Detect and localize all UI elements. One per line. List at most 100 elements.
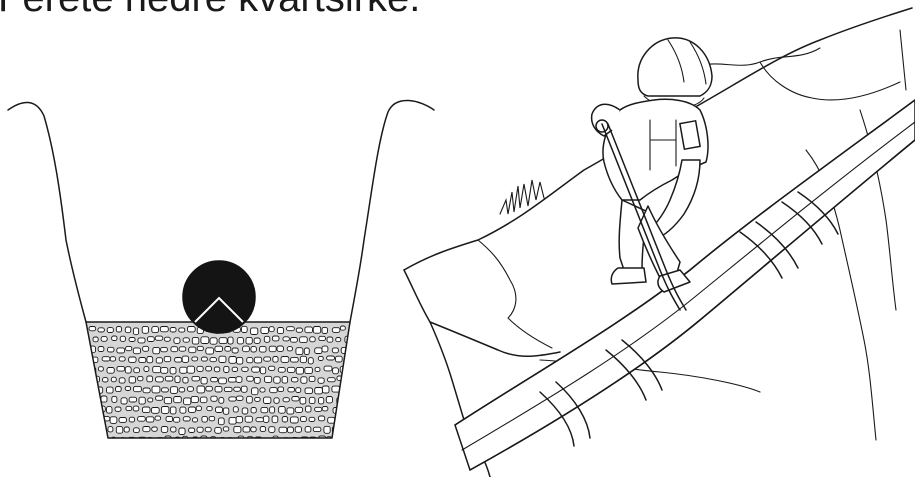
- gravel-stone: [242, 326, 248, 332]
- gravel-stone: [142, 407, 150, 413]
- gravel-stone: [247, 396, 253, 403]
- gravel-stone: [182, 436, 188, 442]
- gravel-stone: [125, 367, 131, 373]
- gravel-stone: [349, 368, 357, 374]
- gravel-stone: [179, 388, 185, 392]
- gravel-stone: [108, 427, 113, 432]
- gravel-stone: [171, 427, 176, 432]
- gravel-stone: [146, 417, 154, 422]
- gravel-stone: [206, 386, 213, 391]
- gravel-stone: [179, 347, 186, 351]
- gravel-stone: [327, 337, 333, 342]
- rock-detail-1: [478, 240, 552, 348]
- gravel-stone: [260, 367, 265, 374]
- gravel-stone: [324, 426, 330, 433]
- gravel-stone: [251, 408, 256, 413]
- gravel-stone: [264, 397, 271, 403]
- gravel-stone: [288, 427, 294, 433]
- gravel-stone: [134, 386, 142, 391]
- gravel-stone: [355, 377, 362, 381]
- gravel-stone: [319, 398, 324, 404]
- gravel-stone: [322, 407, 328, 411]
- gravel-stone: [219, 338, 227, 344]
- gravel-stone: [210, 338, 217, 344]
- gravel-stone: [315, 407, 322, 411]
- gravel-stone: [309, 417, 315, 421]
- gravel-stone: [247, 376, 254, 381]
- gravel-stone: [120, 336, 125, 341]
- gravel-stone: [242, 367, 249, 371]
- gravel-stone: [174, 338, 180, 344]
- gravel-stone: [301, 377, 307, 384]
- gravel-stone: [282, 377, 288, 384]
- gravel-stone: [147, 337, 154, 342]
- gravel-stone: [236, 377, 242, 383]
- gravel-stone: [295, 407, 302, 412]
- pipe-cross-section: [183, 261, 255, 333]
- gravel-stone: [306, 406, 312, 412]
- gravel-stone: [117, 366, 125, 371]
- gravel-stone: [139, 397, 145, 404]
- gravel-stone: [170, 407, 176, 414]
- gravel-stone: [305, 327, 313, 333]
- gravel-stone: [152, 427, 158, 431]
- gravel-stone: [305, 427, 311, 433]
- gravel-stone: [211, 396, 217, 401]
- gravel-stone: [197, 366, 203, 371]
- gravel-stone: [148, 398, 153, 402]
- gravel-stone: [155, 416, 161, 420]
- gravel-stone: [292, 397, 299, 401]
- gravel-stone: [234, 387, 241, 391]
- gravel-stone: [192, 376, 200, 381]
- gravel-stone: [228, 337, 233, 344]
- gravel-stone: [278, 387, 284, 392]
- gravel-stone: [305, 367, 313, 373]
- gravel-stone: [152, 327, 159, 333]
- gravel-stone: [197, 346, 203, 350]
- gravel-stone: [107, 407, 113, 414]
- gravel-stone: [251, 328, 258, 335]
- gravel-stone: [121, 398, 127, 404]
- gravel-stone: [261, 407, 268, 412]
- gravel-stone: [165, 376, 173, 381]
- gravel-stone: [274, 398, 279, 404]
- gravel-stone: [144, 367, 149, 372]
- gravel-stone: [318, 416, 324, 421]
- gravel-stone: [101, 396, 107, 402]
- gravel-stone: [183, 377, 188, 383]
- gravel-stone: [125, 327, 131, 333]
- gravel-stone: [133, 328, 138, 335]
- gravel-stone: [300, 397, 306, 404]
- gravel-stone: [112, 396, 117, 402]
- gravel-stone: [205, 427, 211, 432]
- gravel-stone: [255, 397, 261, 401]
- gravel-stone: [254, 377, 260, 383]
- gravel-stone: [92, 416, 99, 421]
- gravel-stone: [308, 358, 313, 364]
- gravel-stone: [129, 357, 137, 362]
- gravel-stone: [340, 326, 345, 330]
- gravel-stone: [345, 417, 351, 421]
- gravel-stone: [214, 367, 220, 372]
- gravel-stone: [92, 437, 97, 442]
- gravel-stone: [107, 328, 113, 333]
- gravel-stone: [215, 386, 222, 392]
- gravel-stone: [134, 428, 140, 433]
- gravel-stone: [156, 358, 162, 363]
- gravel-stone: [216, 407, 223, 413]
- gravel-stone: [143, 388, 150, 393]
- gravel-stone: [296, 367, 303, 374]
- gravel-stone: [98, 347, 104, 352]
- gravel-stone: [279, 407, 286, 414]
- gravel-stone: [184, 398, 191, 405]
- gravel-stone: [278, 368, 285, 373]
- gravel-stone: [291, 378, 298, 382]
- gravel-stone: [305, 388, 313, 394]
- gravel-stone: [287, 327, 295, 331]
- gravel-stone: [251, 347, 257, 352]
- gravel-stone: [183, 417, 190, 421]
- gravel-stone: [295, 427, 301, 433]
- gravel-stone: [277, 328, 283, 334]
- gravel-stone: [164, 356, 171, 361]
- gravel-stone: [179, 428, 185, 435]
